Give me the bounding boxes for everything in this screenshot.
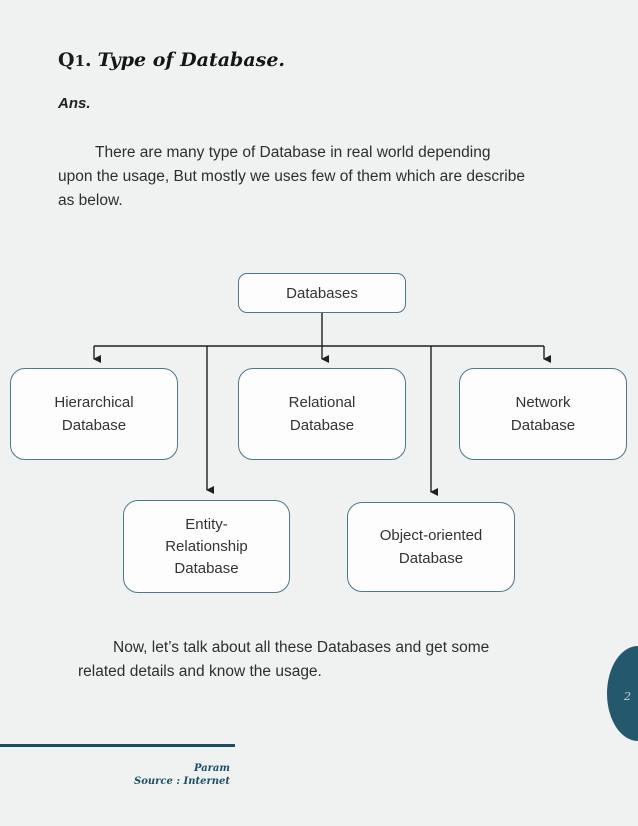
node-hierarchical-database: Hierarchical Database (10, 368, 178, 460)
node-relational-database: Relational Database (238, 368, 406, 460)
node-network-database: Network Database (459, 368, 627, 460)
question-heading: Q1.Type of Database. (58, 47, 285, 74)
node-label-line: Database (398, 550, 464, 567)
footer-credits: Param Source : Internet (0, 762, 230, 788)
footer-divider (0, 744, 235, 747)
intro-line: There are many type of Database in real … (95, 144, 491, 161)
page-number: 2 (624, 690, 631, 703)
page-number-tab: 2 (607, 646, 638, 741)
footer-source: Source : Internet (134, 776, 230, 787)
node-label: Databases (286, 284, 358, 302)
outro-paragraph: Now, let’s talk about all these Database… (78, 636, 558, 684)
node-label-line: Hierarchical (54, 394, 134, 411)
answer-label: Ans. (58, 95, 91, 112)
node-label-line: Database (510, 417, 576, 434)
outro-line: related details and know the usage. (78, 663, 322, 680)
node-label-line: Relationship (165, 537, 248, 555)
node-label-line: Database (61, 417, 127, 434)
intro-line: upon the usage, But mostly we uses few o… (58, 168, 525, 185)
node-label-line: Database (174, 559, 239, 577)
node-object-oriented-database: Object-oriented Database (347, 502, 515, 592)
node-label-line: Database (289, 417, 355, 434)
intro-paragraph: There are many type of Database in real … (58, 141, 598, 213)
node-databases: Databases (238, 273, 406, 313)
node-label-line: Network (515, 394, 571, 411)
footer-author: Param (193, 763, 230, 774)
intro-line: as below. (58, 192, 123, 209)
question-label: Q1. (58, 49, 92, 71)
node-label-line: Entity- (185, 515, 228, 533)
node-label-line: Relational (288, 394, 356, 411)
outro-line: Now, let’s talk about all these Database… (113, 639, 490, 656)
node-entity-relationship-database: Entity- Relationship Database (123, 500, 290, 593)
question-title: Type of Database. (97, 49, 286, 71)
node-label-line: Object-oriented (379, 527, 483, 544)
